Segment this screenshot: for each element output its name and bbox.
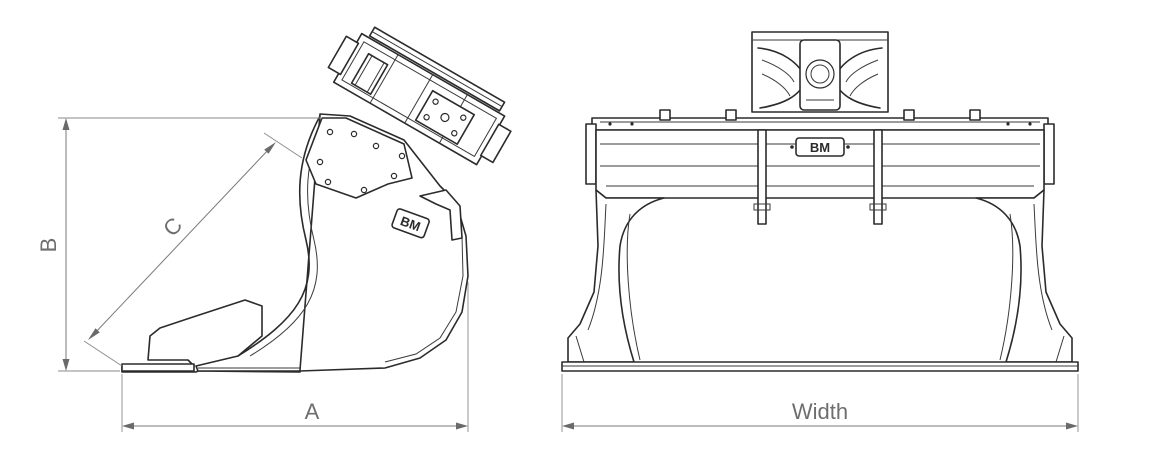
front-right-side-plate: [975, 189, 1073, 363]
side-logo: BM: [391, 208, 430, 239]
front-view: BM: [561, 31, 1079, 372]
bolt-icon: [398, 152, 406, 160]
dimension-a: A: [121, 282, 469, 432]
bolt-icon: [350, 130, 358, 138]
side-back-curve: [237, 115, 321, 357]
side-bucket-shell: [121, 113, 469, 373]
front-rib-right: [873, 129, 883, 225]
pin-icon: [805, 59, 835, 89]
bolt-icon: [390, 172, 398, 180]
svg-text:BM: BM: [810, 140, 830, 155]
svg-text:BM: BM: [398, 213, 422, 234]
dimension-b-label: B: [36, 238, 61, 253]
side-mount-bracket: [327, 26, 512, 166]
bolt-icon: [316, 158, 324, 166]
front-rib-left: [757, 129, 767, 225]
side-cutting-edge: [121, 363, 195, 372]
dimension-b: B: [36, 117, 322, 372]
dimension-width-label: Width: [792, 399, 848, 424]
side-upper-plate: [305, 117, 413, 199]
bolt-icon: [324, 178, 332, 186]
dimension-c-label: C: [158, 212, 187, 241]
front-logo: BM: [790, 137, 850, 157]
front-left-side-plate: [567, 189, 665, 363]
bolt-icon: [372, 142, 380, 150]
dimension-a-label: A: [305, 399, 320, 424]
bolt-icon: [326, 128, 334, 136]
side-view: BM: [121, 26, 512, 373]
side-hinge-bracket: [419, 189, 463, 241]
dimension-width: Width: [561, 374, 1079, 432]
bolt-icon: [360, 186, 368, 194]
